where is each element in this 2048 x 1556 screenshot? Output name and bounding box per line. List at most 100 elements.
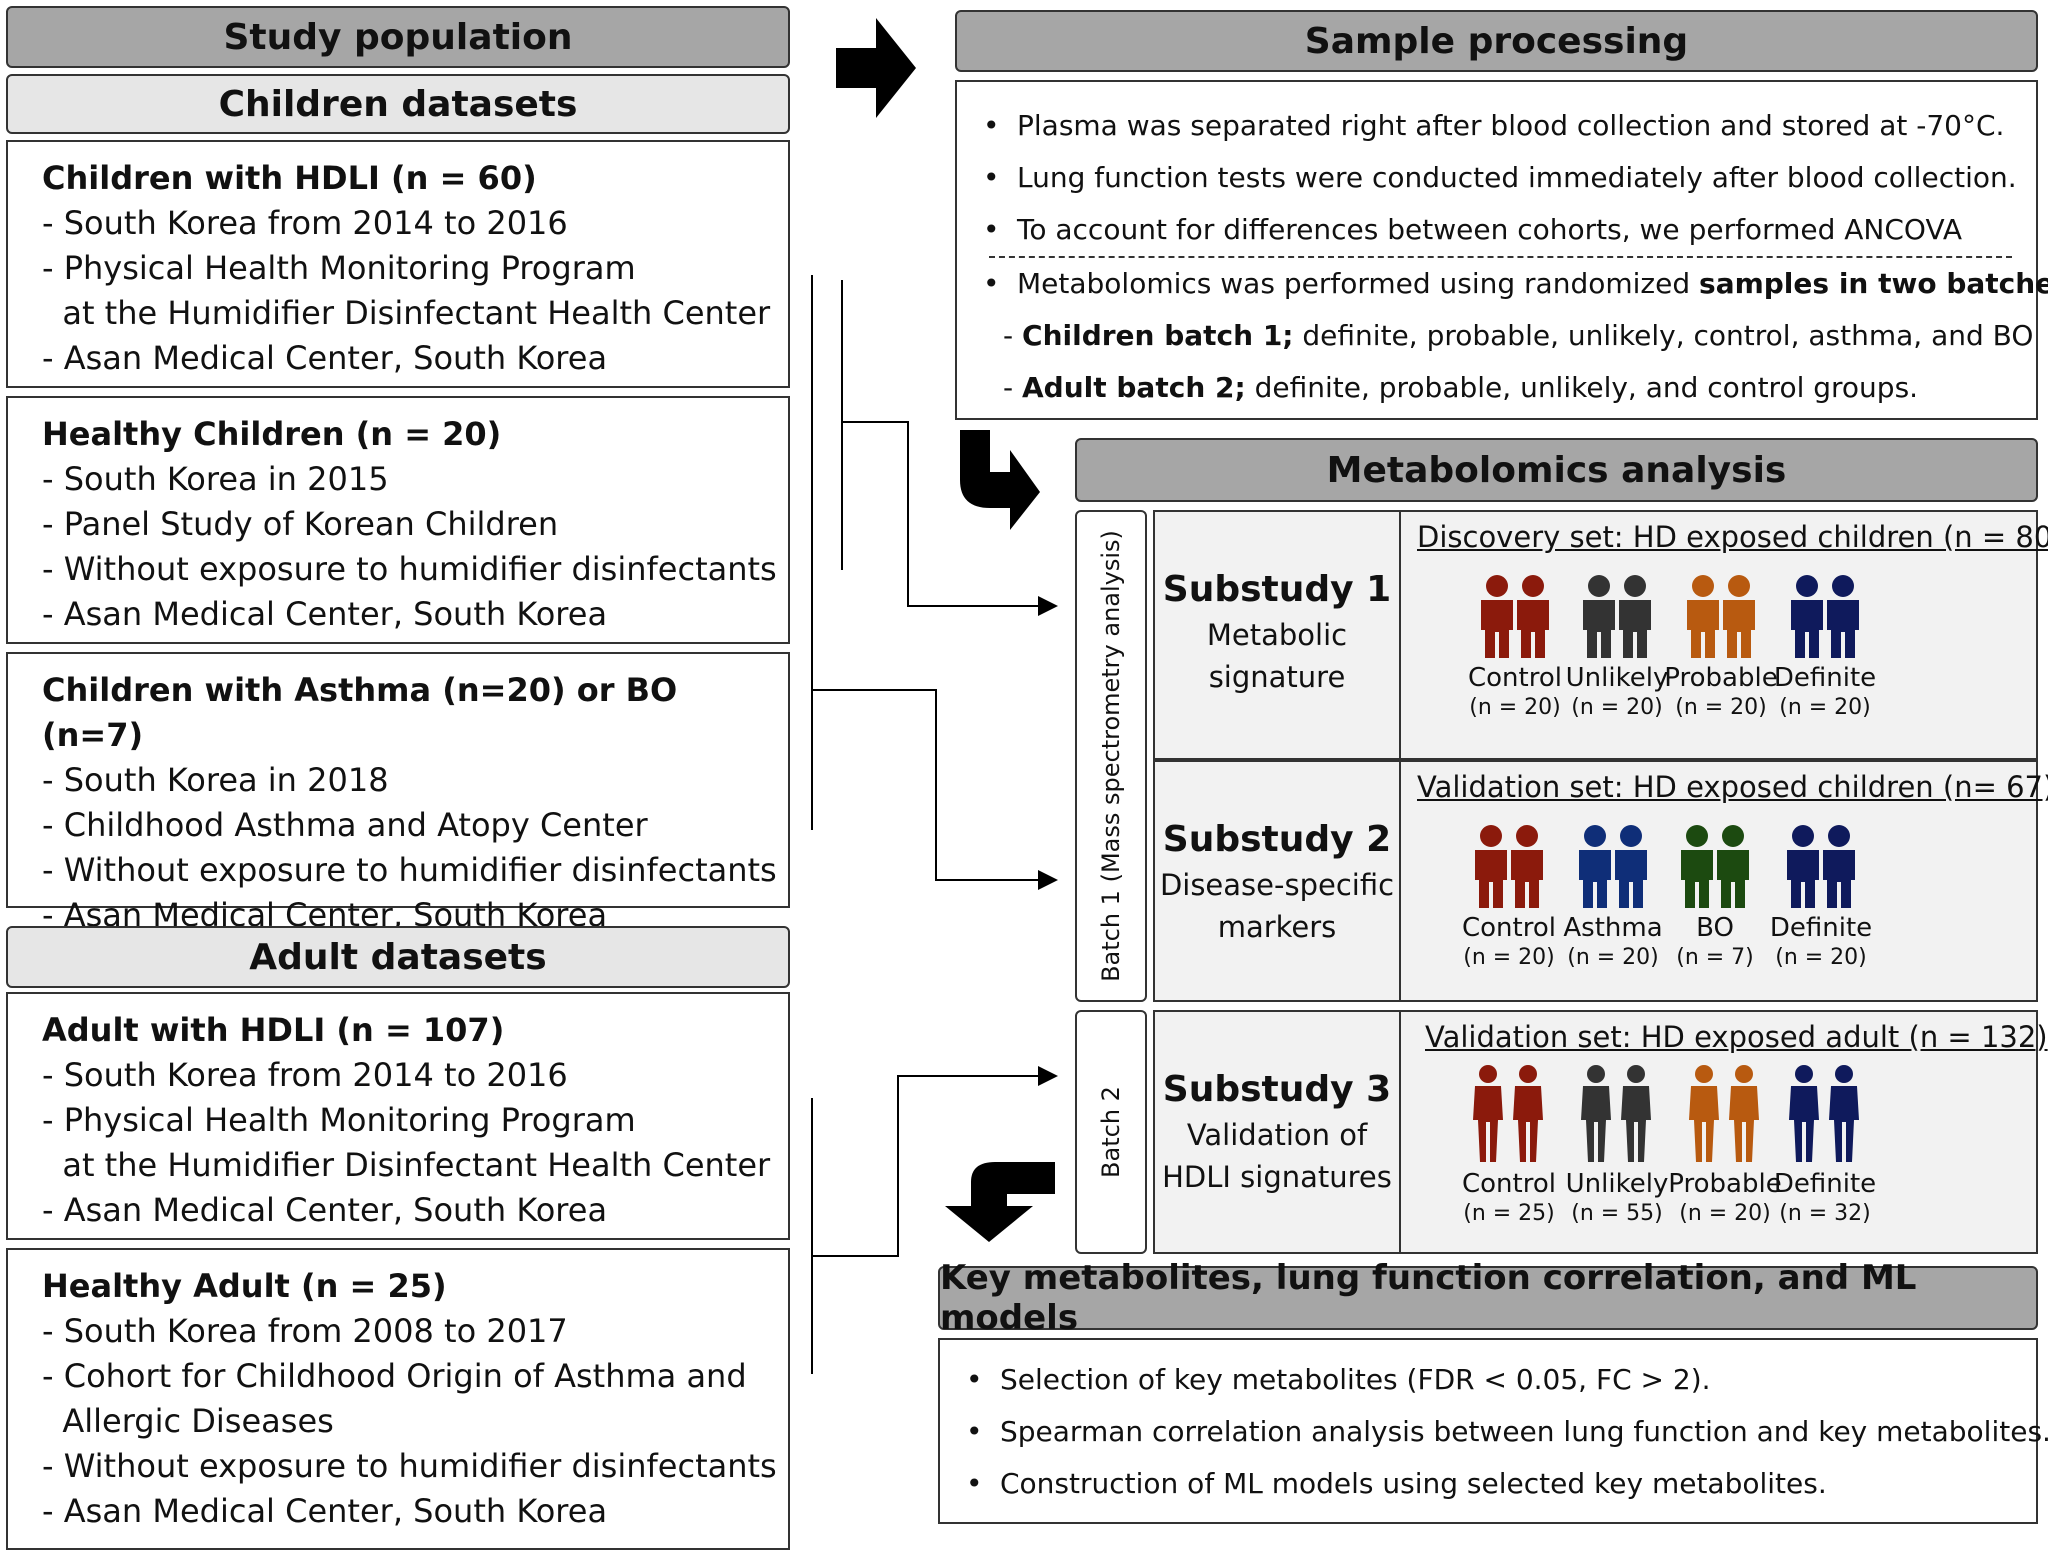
box-title: Healthy Children (n = 20) <box>42 415 502 453</box>
substudy-1-panel: Substudy 1 Metabolic signature Discovery… <box>1153 510 2048 760</box>
group-label: Unlikely <box>1565 1169 1669 1199</box>
group-label: Unlikely <box>1565 663 1669 693</box>
sample-processing-box: •Plasma was separated right after blood … <box>955 80 2048 420</box>
bullet-item: •Spearman correlation analysis between l… <box>966 1415 2048 1448</box>
group-count: (n = 25) <box>1463 1201 1555 1226</box>
sample-processing-header: Sample processing <box>955 10 2038 72</box>
box-line: - South Korea from 2014 to 2016 <box>42 204 568 242</box>
box-line: - Without exposure to humidifier disinfe… <box>42 1447 777 1485</box>
batch1-label-box: Batch 1 (Mass spectrometry analysis) <box>1075 510 1147 1002</box>
group-count: (n = 20) <box>1469 695 1561 720</box>
healthy-children-box: Healthy Children (n = 20) - South Korea … <box>6 396 790 644</box>
group-definite: Definite (n = 20) <box>1755 574 1895 722</box>
substudy-desc: HDLI signatures <box>1162 1160 1392 1194</box>
box-line: - South Korea from 2014 to 2016 <box>42 1056 568 1094</box>
box-title: Children with HDLI (n = 60) <box>42 159 537 197</box>
people-icon <box>1645 824 1785 912</box>
group-count: (n = 20) <box>1571 695 1663 720</box>
children-asthma-box: Children with Asthma (n=20) or BO (n=7) … <box>6 652 790 934</box>
box-line: - South Korea in 2015 <box>42 460 389 498</box>
box-line: - Physical Health Monitoring Program <box>42 1101 636 1139</box>
group-control: Control (n = 25) <box>1439 1064 1579 1228</box>
people-icon <box>1755 1064 1895 1168</box>
box-line: - Without exposure to humidifier disinfe… <box>42 550 777 588</box>
dashed-divider <box>989 256 2012 258</box>
group-label: Definite <box>1769 913 1873 943</box>
substudy-name: Substudy 3 <box>1162 1069 1392 1110</box>
group-definite: Definite (n = 20) <box>1751 824 1891 972</box>
box-line: - Physical Health Monitoring Program <box>42 249 636 287</box>
box-line: - Panel Study of Korean Children <box>42 505 559 543</box>
group-unlikely: Unlikely (n = 20) <box>1547 574 1687 722</box>
people-icon <box>1445 574 1585 662</box>
set-title: Validation set: HD exposed adult (n = 13… <box>1425 1020 2048 1054</box>
children-batch-line: - Children batch 1; definite, probable, … <box>1003 319 2034 352</box>
group-label: Definite <box>1773 663 1877 693</box>
group-definite: Definite (n = 32) <box>1755 1064 1895 1228</box>
people-icon <box>1439 824 1579 912</box>
study-population-header: Study population <box>6 6 790 68</box>
group-probable: Probable (n = 20) <box>1655 1064 1795 1228</box>
people-icon <box>1547 1064 1687 1168</box>
substudy-desc: Validation of <box>1186 1118 1368 1152</box>
group-label: BO <box>1696 913 1734 943</box>
substudy-1-name-cell: Substudy 1 Metabolic signature <box>1155 512 1401 758</box>
substudy-name: Substudy 1 <box>1162 569 1392 610</box>
people-icon <box>1755 574 1895 662</box>
group-unlikely: Unlikely (n = 55) <box>1547 1064 1687 1228</box>
batch2-label-box: Batch 2 <box>1075 1010 1147 1254</box>
substudy-2-panel: Substudy 2 Disease-specific markers Vali… <box>1153 760 2048 1002</box>
box-line: - Asan Medical Center, South Korea <box>42 1492 608 1530</box>
group-label: Definite <box>1773 1169 1877 1199</box>
set-title: Discovery set: HD exposed children (n = … <box>1417 520 2048 554</box>
substudy-name: Substudy 2 <box>1162 819 1392 860</box>
box-line: - Cohort for Childhood Origin of Asthma … <box>42 1357 747 1395</box>
bullet-item: •Metabolomics was performed using random… <box>983 267 2048 300</box>
substudy-2-name-cell: Substudy 2 Disease-specific markers <box>1155 762 1401 1000</box>
people-icon <box>1439 1064 1579 1168</box>
substudy-3-name-cell: Substudy 3 Validation of HDLI signatures <box>1155 1012 1401 1252</box>
down-left-arrow-icon <box>945 1162 1055 1242</box>
batch1-label: Batch 1 (Mass spectrometry analysis) <box>1097 530 1125 982</box>
people-icon <box>1651 574 1791 662</box>
bullet-item: •Selection of key metabolites (FDR < 0.0… <box>966 1363 1711 1396</box>
box-line: - Asan Medical Center, South Korea <box>42 339 608 377</box>
adult-hdli-box: Adult with HDLI (n = 107) - South Korea … <box>6 992 790 1240</box>
healthy-adult-box: Healthy Adult (n = 25) - South Korea fro… <box>6 1248 790 1550</box>
group-count: (n = 20) <box>1463 945 1555 970</box>
group-label: Probable <box>1664 663 1778 693</box>
group-label: Control <box>1462 913 1556 943</box>
group-label: Asthma <box>1563 913 1663 943</box>
adult-batch-line: - Adult batch 2; definite, probable, unl… <box>1003 371 1919 404</box>
people-icon <box>1547 574 1687 662</box>
group-asthma: Asthma (n = 20) <box>1543 824 1683 972</box>
bullet-item: •Construction of ML models using selecte… <box>966 1467 1827 1500</box>
group-label: Control <box>1468 663 1562 693</box>
box-title: Children with Asthma (n=20) or BO (n=7) <box>42 671 678 754</box>
box-line: at the Humidifier Disinfectant Health Ce… <box>42 1146 771 1184</box>
box-line: - Asan Medical Center, South Korea <box>42 1191 608 1229</box>
substudy-desc: Metabolic <box>1206 618 1348 652</box>
children-datasets-header: Children datasets <box>6 74 790 134</box>
box-line: at the Humidifier Disinfectant Health Ce… <box>42 294 771 332</box>
substudy-desc: markers <box>1217 910 1337 944</box>
box-title: Healthy Adult (n = 25) <box>42 1267 447 1305</box>
people-icon <box>1751 824 1891 912</box>
people-icon <box>1655 1064 1795 1168</box>
box-line: Allergic Diseases <box>42 1402 334 1440</box>
people-icon <box>1543 824 1683 912</box>
group-count: (n = 7) <box>1676 945 1754 970</box>
group-count: (n = 20) <box>1775 945 1867 970</box>
group-probable: Probable (n = 20) <box>1651 574 1791 722</box>
box-line: - South Korea in 2018 <box>42 761 389 799</box>
group-count: (n = 20) <box>1779 695 1871 720</box>
set-title: Validation set: HD exposed children (n= … <box>1417 770 2048 804</box>
batch2-label: Batch 2 <box>1097 1086 1125 1178</box>
group-bo: BO (n = 7) <box>1645 824 1785 972</box>
box-line: - Without exposure to humidifier disinfe… <box>42 851 777 889</box>
key-metabolites-box: •Selection of key metabolites (FDR < 0.0… <box>938 1338 2048 1524</box>
box-line: - Childhood Asthma and Atopy Center <box>42 806 648 844</box>
group-count: (n = 32) <box>1779 1201 1871 1226</box>
substudy-desc: signature <box>1208 660 1346 694</box>
bullet-item: •Lung function tests were conducted imme… <box>983 161 2017 194</box>
